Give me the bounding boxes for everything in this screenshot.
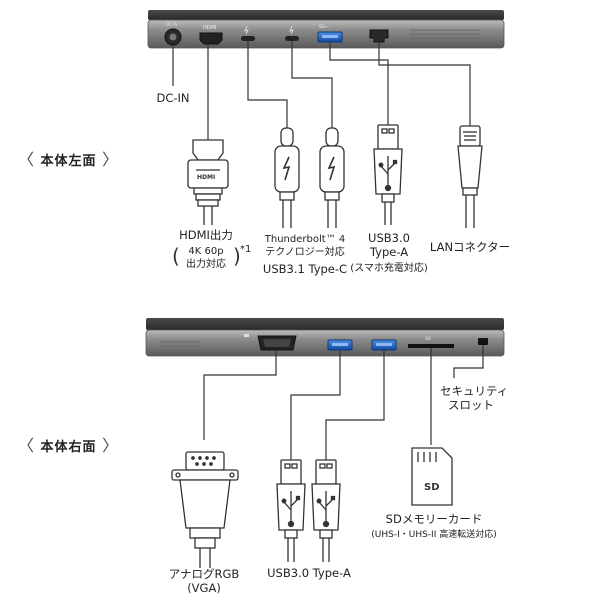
usb-cable-left — [373, 124, 403, 225]
thunderbolt-cable-2 — [319, 127, 345, 228]
lan-cable — [457, 125, 483, 228]
usb-a-port-right-2 — [371, 339, 397, 351]
vent-grille-left — [410, 29, 480, 43]
thunderbolt-port-1 — [241, 25, 255, 41]
vga-label-line1: アナログRGB — [168, 567, 240, 581]
dc-marking: DC IN — [166, 22, 177, 27]
hdmi-cable: HDMI — [187, 139, 229, 225]
usb-a-port-right-1 — [327, 339, 353, 351]
usb-a-port-left — [317, 31, 343, 43]
lan-port — [369, 29, 389, 43]
vga-label-line2: (VGA) — [187, 581, 221, 595]
thunderbolt-label-line3: USB3.1 Type-C — [262, 262, 348, 276]
usb-left-label: USB3.0 Type-A — [368, 231, 410, 259]
usb-left-label-line3: (スマホ充電対応) — [350, 263, 428, 274]
dc-in-port — [164, 28, 182, 46]
svg-text:SD: SD — [424, 482, 440, 493]
sd-card-slot — [408, 344, 454, 348]
security-label: セキュリティ スロット — [440, 384, 508, 412]
thunderbolt-label-line2: テクノロジー対応 — [265, 247, 345, 258]
ss-marking: SS⟵ — [319, 24, 330, 29]
usb-left-label-line1: USB3.0 — [368, 231, 410, 245]
section-title-left: 〈 本体左面 〉 — [18, 150, 120, 169]
thunderbolt-label: Thunderbolt™ 4 テクノロジー対応 — [265, 233, 345, 259]
dc-in-label: DC-IN — [156, 91, 190, 105]
hdmi-label-line1: HDMI出力 — [179, 228, 233, 242]
thunderbolt-label-line1: Thunderbolt™ 4 — [264, 234, 346, 245]
vga-cable — [171, 451, 239, 568]
vga-label: アナログRGB (VGA) — [169, 567, 240, 595]
vent-grille-right — [160, 341, 200, 347]
section-title-right: 〈 本体右面 〉 — [18, 436, 120, 455]
security-slot — [478, 338, 488, 345]
laptop-left-side: DC IN HDMI SS⟵ — [147, 10, 505, 49]
hdmi-paren-open: ( — [172, 244, 180, 268]
hdmi-spec: 4K 60p 出力対応 — [186, 245, 226, 271]
lan-label: LANコネクター — [429, 240, 511, 254]
hdmi-spec-line3: 出力対応 — [186, 259, 226, 270]
thunderbolt-cable-1 — [274, 127, 300, 228]
usb-cable-right-2 — [311, 459, 341, 562]
usb-cable-right-1 — [276, 459, 306, 562]
sd-label-line1: SDメモリーカード — [385, 512, 483, 526]
vga-port — [257, 335, 297, 351]
leader-lines-right — [203, 345, 484, 460]
security-label-line1: セキュリティ — [440, 384, 509, 398]
hdmi-port — [199, 32, 223, 45]
hdmi-footnote: *1 — [240, 244, 252, 255]
svg-text:HDMI: HDMI — [197, 174, 215, 181]
hdmi-paren-close: ) — [233, 244, 241, 268]
hdmi-spec-line: 4K 60p — [188, 246, 224, 257]
hdmi-label: HDMI出力 — [179, 228, 233, 242]
usb-right-label: USB3.0 Type-A — [267, 566, 351, 580]
laptop-right-side: SD — [145, 318, 505, 357]
leader-lines-left — [172, 41, 471, 140]
usb-left-label-line2: Type-A — [369, 245, 409, 259]
sd-label-line2: (UHS-I・UHS-II 高速転送対応) — [371, 530, 497, 540]
security-label-line2: スロット — [448, 398, 494, 412]
thunderbolt-port-2 — [285, 25, 299, 41]
sd-card: SD — [411, 447, 453, 506]
sd-label: SDメモリーカード — [386, 512, 483, 526]
sd-marking: SD — [425, 336, 431, 341]
hdmi-marking: HDMI — [203, 25, 216, 31]
